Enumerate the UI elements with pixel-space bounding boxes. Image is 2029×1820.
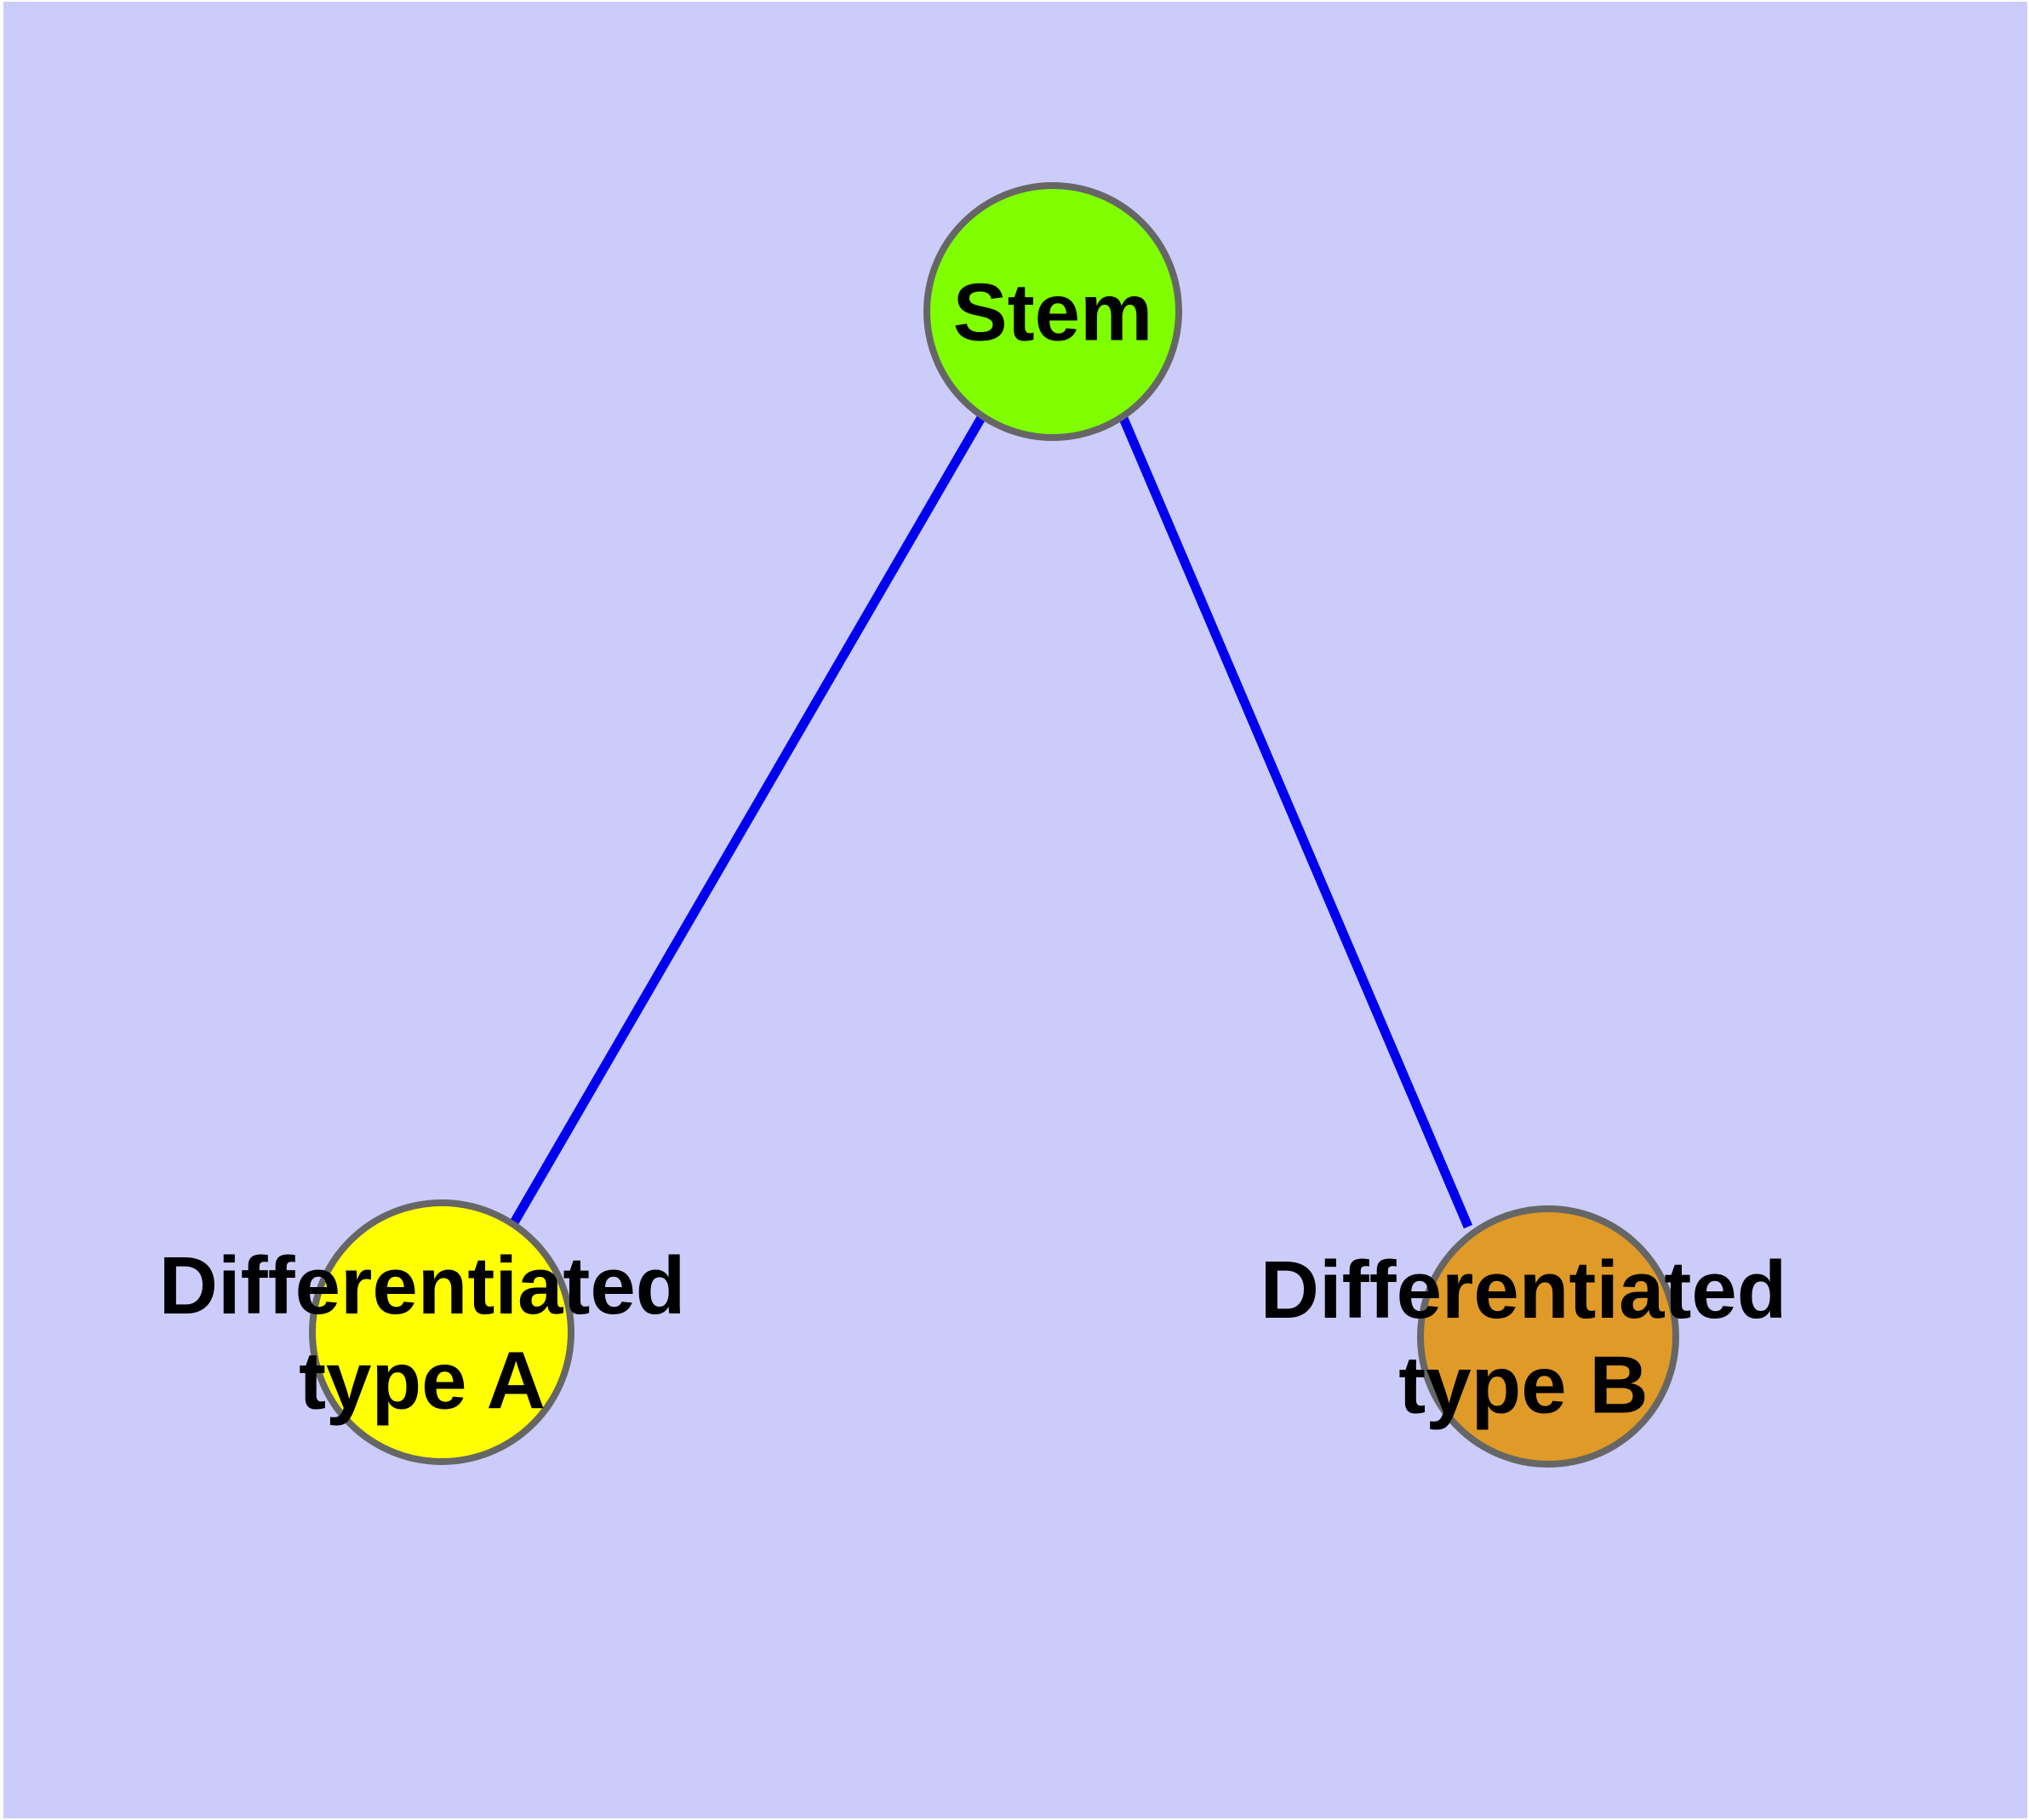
graph-node-label-line: Differentiated (1260, 1245, 1787, 1336)
graph-node-label-line: type B (1398, 1339, 1648, 1430)
graph-node-stem[interactable] (923, 182, 1182, 441)
graph-node-diff_b[interactable] (1417, 1205, 1679, 1468)
graph-edge[interactable] (509, 414, 986, 1227)
graph-node-label-line: type A (299, 1335, 546, 1426)
graph-node-label-line: Differentiated (159, 1240, 686, 1331)
graph-node-label-line: Stem (953, 267, 1153, 358)
graph-node-label-stem: Stem (953, 267, 1153, 358)
edges-layer (509, 414, 1473, 1229)
graph-edge[interactable] (1117, 414, 1473, 1229)
graph-node-diff_a[interactable] (309, 1199, 574, 1465)
